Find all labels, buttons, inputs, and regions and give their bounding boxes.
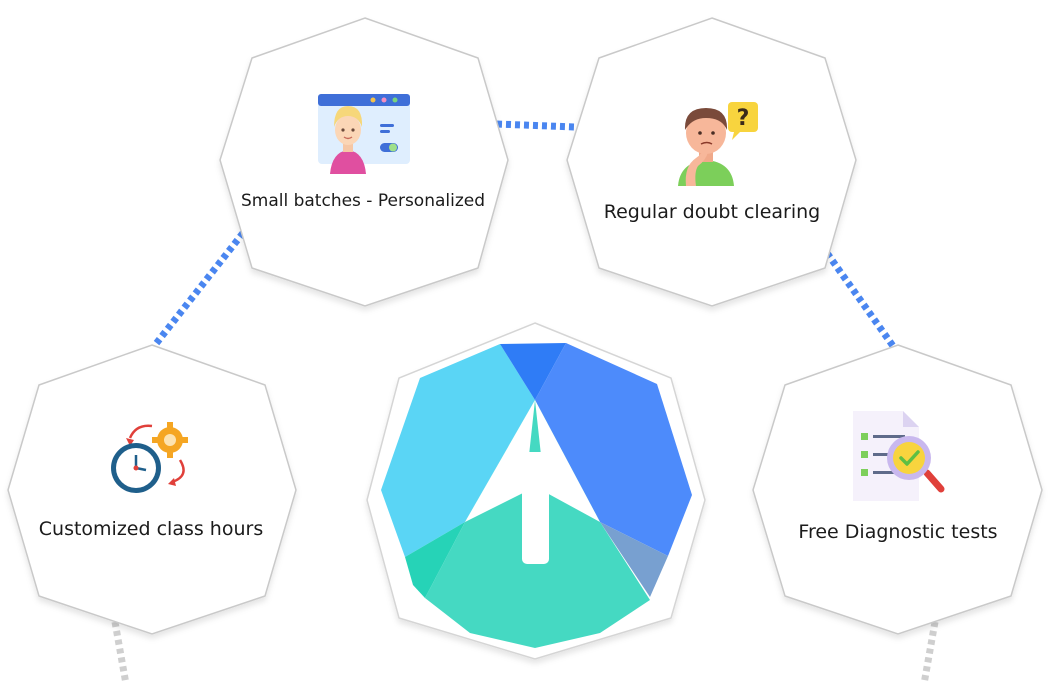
- online-tutor-icon: [318, 94, 410, 174]
- label-class-hours: Customized class hours: [38, 518, 264, 540]
- connectors: [111, 120, 939, 685]
- svg-text:?: ?: [737, 106, 750, 131]
- connector-top: [496, 120, 576, 131]
- arrow-octagon-logo: [366, 322, 706, 660]
- connector-bottom-right: [920, 621, 939, 685]
- connector-bottom-left: [111, 621, 130, 685]
- confused-student-icon: ?: [678, 102, 758, 186]
- label-doubt-clearing: Regular doubt clearing: [603, 201, 821, 223]
- label-diagnostic-tests: Free Diagnostic tests: [798, 521, 998, 543]
- label-small-batches: Small batches - Personalized: [240, 191, 486, 211]
- connector-right: [819, 243, 896, 349]
- connector-left: [152, 230, 246, 348]
- octagon-class-hours: [7, 344, 297, 635]
- clock-gear-icon: [111, 422, 188, 493]
- document-magnifier-icon: [853, 411, 945, 501]
